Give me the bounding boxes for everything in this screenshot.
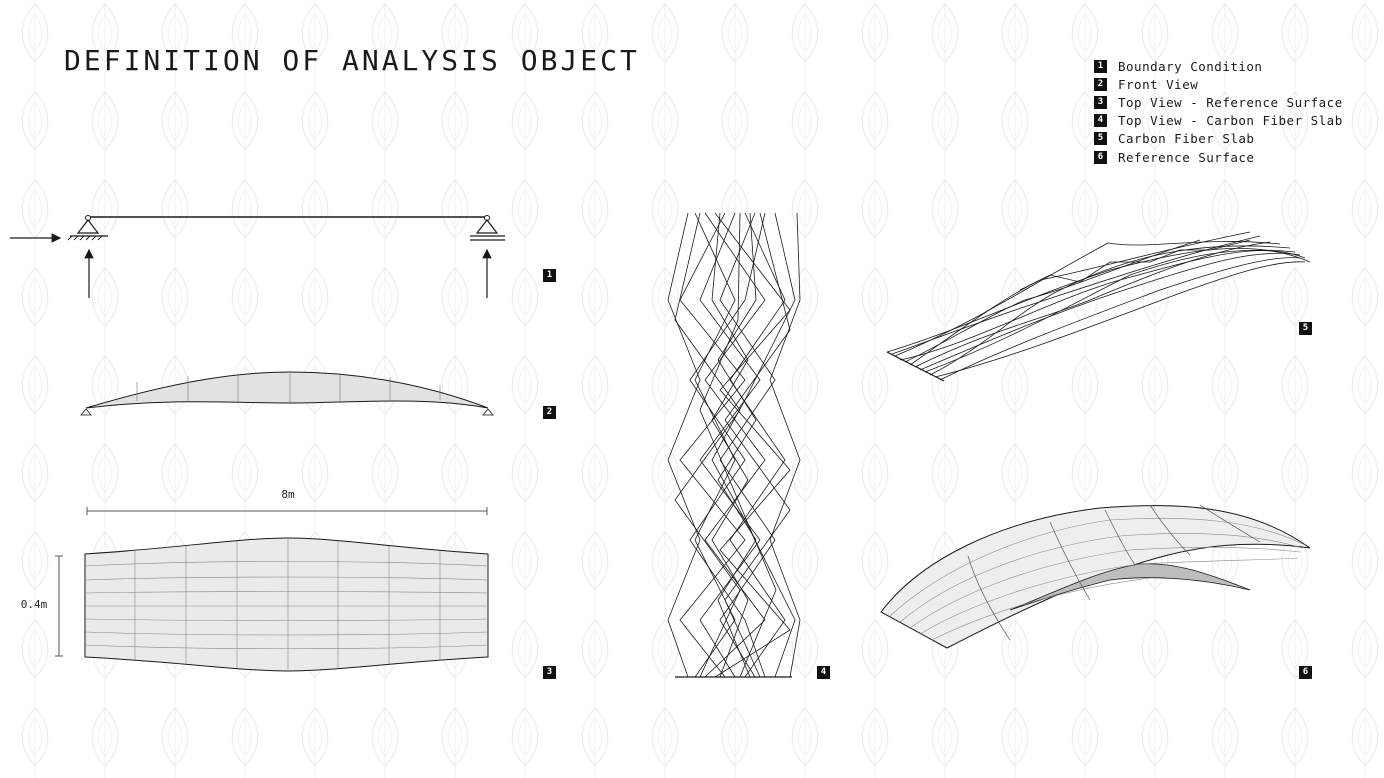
legend-label: Top View - Reference Surface	[1118, 94, 1343, 110]
figure-badge-2: 2	[543, 406, 556, 419]
page-title: DEFINITION OF ANALYSIS OBJECT	[64, 44, 640, 77]
legend-item: 2 Front View	[1094, 75, 1343, 93]
boundary-condition-diagram	[10, 215, 505, 298]
legend-number-badge: 2	[1094, 77, 1107, 91]
legend: 1 Boundary Condition 2 Front View 3 Top …	[1094, 57, 1343, 166]
legend-item: 3 Top View - Reference Surface	[1094, 93, 1343, 111]
legend-label: Front View	[1118, 76, 1199, 92]
legend-item: 1 Boundary Condition	[1094, 57, 1343, 75]
legend-number-badge: 6	[1094, 150, 1107, 164]
length-dimension-label: 8m	[281, 488, 295, 501]
legend-label: Reference Surface	[1118, 149, 1255, 165]
legend-label: Boundary Condition	[1118, 58, 1263, 74]
legend-item: 4 Top View - Carbon Fiber Slab	[1094, 112, 1343, 130]
top-view-carbon-fiber-drawing	[667, 212, 801, 678]
legend-number-badge: 4	[1094, 114, 1107, 128]
legend-item: 6 Reference Surface	[1094, 148, 1343, 166]
legend-number-badge: 5	[1094, 132, 1107, 146]
width-dimension-label: 0.4m	[21, 598, 48, 611]
legend-number-badge: 3	[1094, 95, 1107, 109]
legend-label: Carbon Fiber Slab	[1118, 131, 1255, 147]
carbon-fiber-slab-drawing	[886, 231, 1311, 382]
figure-badge-5: 5	[1299, 322, 1312, 335]
legend-label: Top View - Carbon Fiber Slab	[1118, 113, 1343, 129]
reference-surface-drawing	[880, 504, 1311, 649]
legend-number-badge: 1	[1094, 59, 1107, 73]
figure-badge-4: 4	[817, 666, 830, 679]
pin-support-left	[67, 215, 108, 241]
figure-badge-3: 3	[543, 666, 556, 679]
front-view-drawing	[80, 371, 494, 416]
legend-item: 5 Carbon Fiber Slab	[1094, 130, 1343, 148]
top-view-reference-drawing: 8m 0.4m	[21, 488, 489, 672]
figure-badge-6: 6	[1299, 666, 1312, 679]
roller-support-right	[470, 215, 505, 241]
figure-badge-1: 1	[543, 269, 556, 282]
